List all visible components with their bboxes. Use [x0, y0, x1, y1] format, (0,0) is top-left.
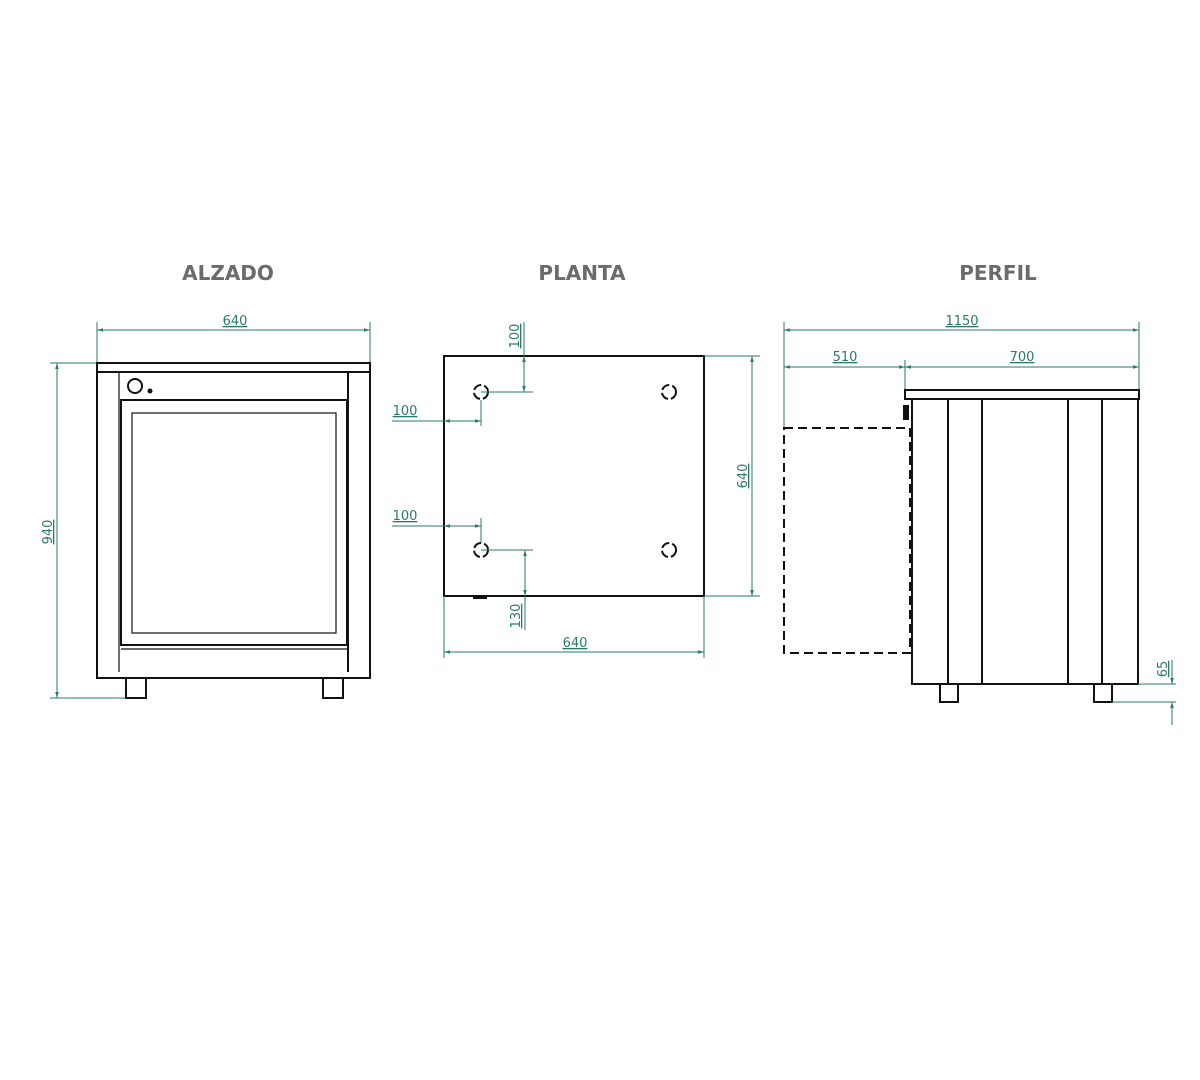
- open-door-outline: [783, 427, 911, 654]
- foot: [125, 677, 147, 699]
- total-label: 1150: [945, 314, 978, 329]
- feet-plan: [473, 384, 677, 558]
- height-label: 940: [41, 520, 56, 545]
- planta-title: PLANTA: [538, 261, 626, 285]
- width-label: 640: [223, 314, 248, 329]
- indicator-light-icon: [147, 388, 153, 394]
- width-dimension: 640: [96, 314, 371, 362]
- left-offset-top-label: 100: [393, 404, 418, 419]
- perfil-view: PERFIL 1150 510 700: [783, 261, 1176, 725]
- depth-dimension: 640: [704, 355, 760, 597]
- top-offset-dimension: 100: [481, 322, 533, 393]
- glass-door: [120, 399, 348, 646]
- door-open-dimension: 510: [784, 350, 906, 390]
- total-dimension: 1150: [783, 314, 1140, 428]
- bottom-offset-label: 130: [509, 604, 524, 629]
- planta-view: PLANTA 640 640 100: [392, 261, 760, 658]
- left-offset-bottom-label: 100: [393, 509, 418, 524]
- foot: [1093, 683, 1113, 703]
- cabinet-front: [96, 362, 371, 699]
- foot: [939, 683, 959, 703]
- depth-label: 640: [736, 464, 751, 489]
- plan-width-label: 640: [563, 636, 588, 651]
- alzado-title: ALZADO: [182, 261, 274, 285]
- foot-height-dimension: 65: [1112, 660, 1176, 725]
- left-offset-top-dimension: 100: [392, 400, 482, 426]
- alzado-view: ALZADO 640 940: [41, 261, 371, 699]
- side-depth-label: 700: [1010, 350, 1035, 365]
- perfil-title: PERFIL: [959, 261, 1037, 285]
- door-open-label: 510: [833, 350, 858, 365]
- handle: [903, 405, 909, 420]
- knob-icon: [127, 378, 143, 394]
- plan-width-dimension: 640: [443, 596, 705, 658]
- cabinet-side: [783, 389, 1140, 703]
- foot: [322, 677, 344, 699]
- left-offset-bottom-dimension: 100: [392, 509, 482, 542]
- top-offset-label: 100: [508, 324, 523, 349]
- bottom-offset-dimension: 130: [481, 549, 533, 630]
- height-dimension: 940: [41, 362, 126, 699]
- foot-height-label: 65: [1156, 661, 1171, 678]
- side-depth-dimension: 700: [905, 350, 1139, 369]
- cabinet-top: [443, 355, 705, 597]
